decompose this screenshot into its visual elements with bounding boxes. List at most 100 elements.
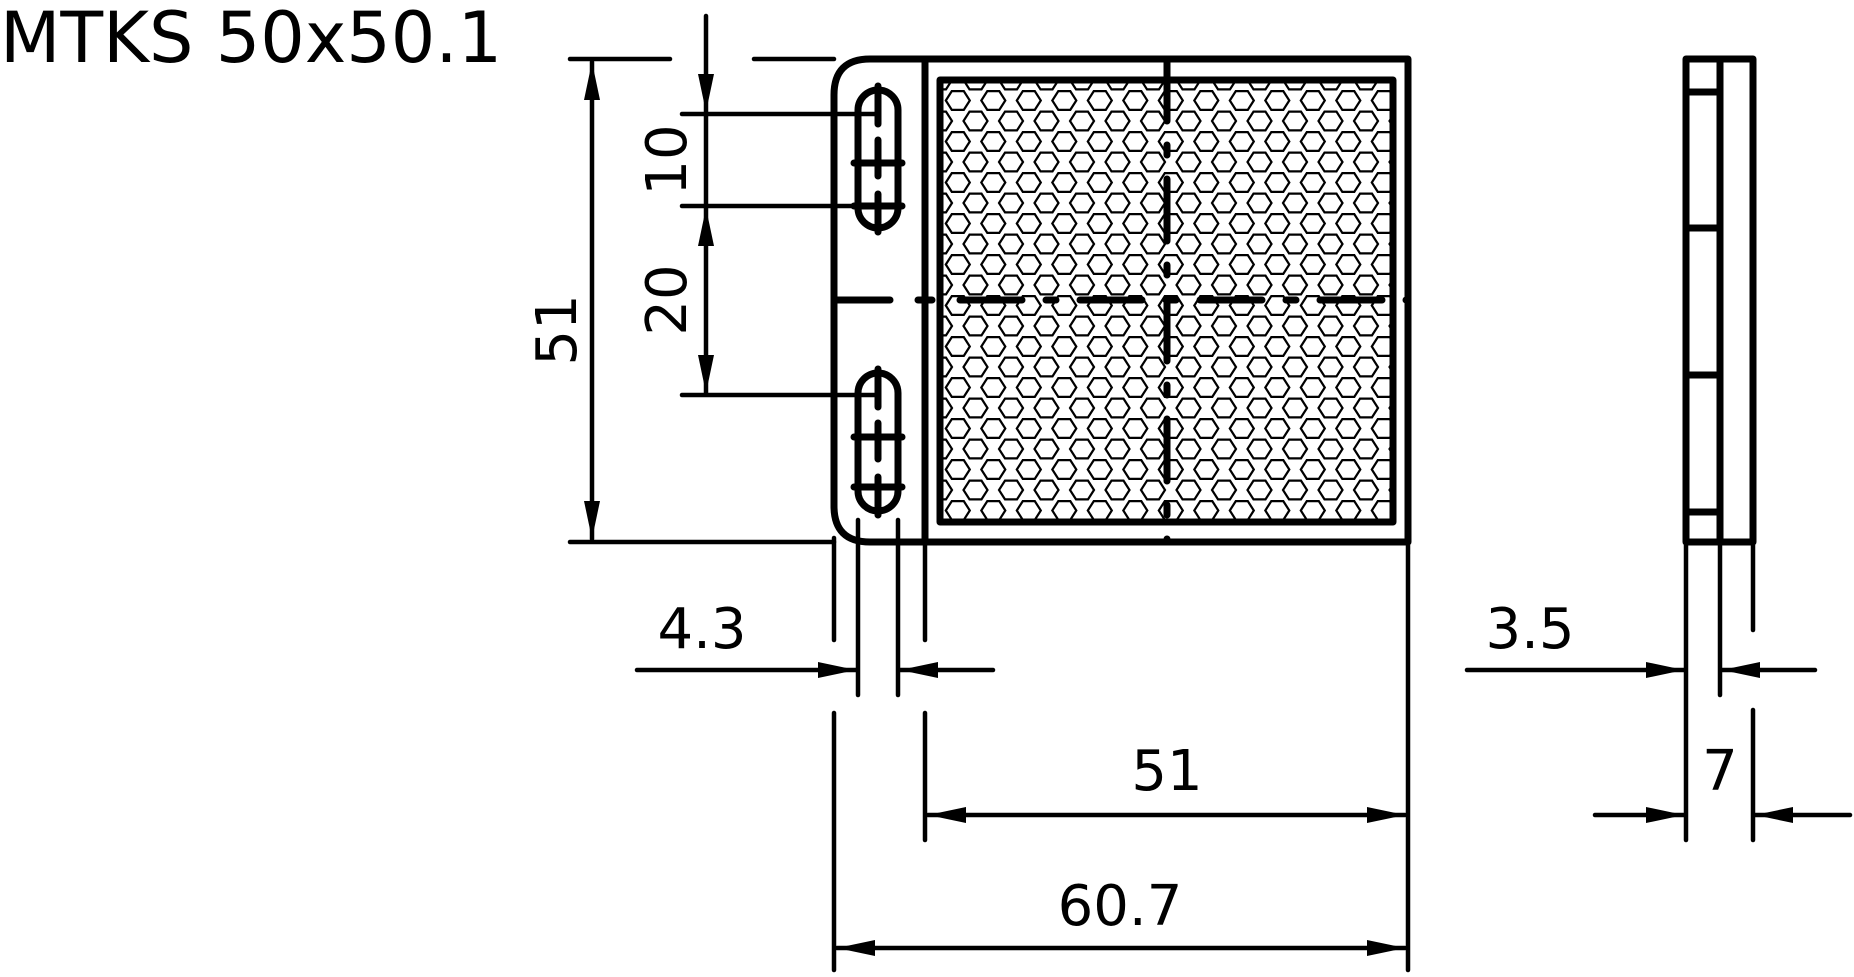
- hexagon-cell: [1299, 418, 1327, 439]
- hexagon-cell: [1068, 479, 1096, 501]
- hexagon-cell: [997, 151, 1025, 173]
- hexagon-cell: [1334, 254, 1362, 275]
- hexagon-cell: [1246, 192, 1273, 214]
- hexagon-cell: [1086, 89, 1114, 112]
- hexagon-cell: [1299, 131, 1327, 152]
- hexagon-cell: [1334, 459, 1362, 480]
- hexagon-cell: [1210, 315, 1238, 337]
- hexagon-cell: [962, 274, 989, 296]
- hexagon-cell: [944, 418, 972, 439]
- hexagon-cell: [1425, 112, 1449, 131]
- hexagon-cell: [1299, 377, 1327, 398]
- hexagon-cell: [1299, 500, 1327, 519]
- hexagon-cell: [943, 315, 954, 337]
- hexagon-cell: [997, 274, 1025, 296]
- hexagon-cell: [1334, 500, 1362, 519]
- hexagon-cell: [1157, 172, 1185, 193]
- hexagon-cell: [1157, 131, 1185, 152]
- hexagon-cell: [979, 131, 1007, 152]
- hexagon-cell: [1050, 131, 1078, 152]
- hexagon-cell: [1192, 336, 1220, 357]
- hexagon-cell: [1407, 542, 1431, 561]
- hexagon-cell: [1299, 213, 1327, 234]
- hexagon-cell: [943, 397, 954, 419]
- hexagon-cell: [1334, 131, 1362, 152]
- hexagon-cell: [997, 315, 1025, 337]
- front-view: [830, 55, 1467, 561]
- hexagon-cell: [1352, 397, 1380, 419]
- hexagon-cell: [1334, 89, 1362, 112]
- hexagon-cell: [1352, 151, 1380, 173]
- hexagon-cell: [1246, 356, 1273, 378]
- hexagon-cell: [1317, 233, 1344, 255]
- hexagon-cell: [1015, 213, 1043, 234]
- hexagon-cell: [1192, 131, 1220, 152]
- hexagon-cell: [1263, 89, 1291, 112]
- hexagon-cell: [1317, 356, 1344, 378]
- hexagon-cell: [1106, 83, 1129, 91]
- hexagon-cell: [1086, 172, 1114, 193]
- hexagon-cell: [1228, 459, 1256, 480]
- hexagon-cell: [997, 192, 1025, 214]
- hexagon-cell: [1192, 500, 1220, 519]
- hexagon-cell: [1212, 83, 1236, 91]
- hexagon-cell: [944, 377, 972, 398]
- hexagon-cell: [1139, 110, 1167, 132]
- hexagon-cell: [1352, 274, 1380, 296]
- hexagon-cell: [943, 192, 954, 214]
- hexagon-cell: [1015, 172, 1043, 193]
- hexagon-cell: [1139, 315, 1167, 337]
- hexagon-cell: [1334, 172, 1362, 193]
- hexagon-cell: [1068, 233, 1096, 255]
- hexagon-cell: [943, 356, 954, 378]
- hexagon-cell: [1139, 479, 1167, 501]
- hexagon-cell: [1104, 356, 1131, 378]
- hexagon-cell: [944, 459, 972, 480]
- dim-label-slot-length: 10: [635, 124, 700, 195]
- hexagon-cell: [1317, 479, 1344, 501]
- hexagon-cell: [1139, 438, 1167, 460]
- hexagon-cell: [1050, 213, 1078, 234]
- hexagon-cell: [1033, 397, 1060, 419]
- hexagon-cell: [1086, 254, 1114, 275]
- hexagon-cell: [1070, 83, 1094, 91]
- hexagon-cell: [1443, 255, 1467, 274]
- hexagon-cell: [1068, 397, 1096, 419]
- hexagon-cell: [1015, 131, 1043, 152]
- hexagon-cell: [1425, 522, 1449, 541]
- hexagon-cell: [1175, 151, 1202, 173]
- hexagon-cell: [1443, 296, 1467, 315]
- hexagon-cell: [1050, 459, 1078, 480]
- hexagon-cell: [1104, 397, 1131, 419]
- hexagon-cell: [997, 397, 1025, 419]
- hexagon-cell: [979, 377, 1007, 398]
- dim-label-slot-width: 4.3: [657, 597, 746, 662]
- dim-slot-length: 10: [635, 13, 881, 209]
- hexagon-cell: [1263, 336, 1291, 357]
- hexagon-cell: [997, 438, 1025, 460]
- hexagon-cell: [962, 479, 989, 501]
- hexagon-cell: [1246, 315, 1273, 337]
- hexagon-cell: [1033, 274, 1060, 296]
- side-view: [1682, 55, 1757, 546]
- hexagon-cell: [944, 500, 972, 519]
- hexagon-cell: [1104, 274, 1131, 296]
- hexagon-cell: [1281, 315, 1309, 337]
- dim-slot-width: 4.3: [634, 517, 996, 698]
- hexagon-cell: [979, 500, 1007, 519]
- hexagon-cell: [1192, 418, 1220, 439]
- hexagon-cell: [1246, 274, 1273, 296]
- hexagon-cell: [962, 397, 989, 419]
- hexagon-cell: [1228, 254, 1256, 275]
- hexagon-cell: [1050, 500, 1078, 519]
- hexagon-cell: [1015, 377, 1043, 398]
- hexagon-cell: [1157, 254, 1185, 275]
- hexagon-cell: [979, 254, 1007, 275]
- hexagon-cell: [1317, 397, 1344, 419]
- hexagon-cell: [943, 151, 954, 173]
- hexagon-cell: [1050, 172, 1078, 193]
- hexagon-cell: [1050, 336, 1078, 357]
- hexagon-cell: [1281, 479, 1309, 501]
- hexagon-cell: [1352, 479, 1380, 501]
